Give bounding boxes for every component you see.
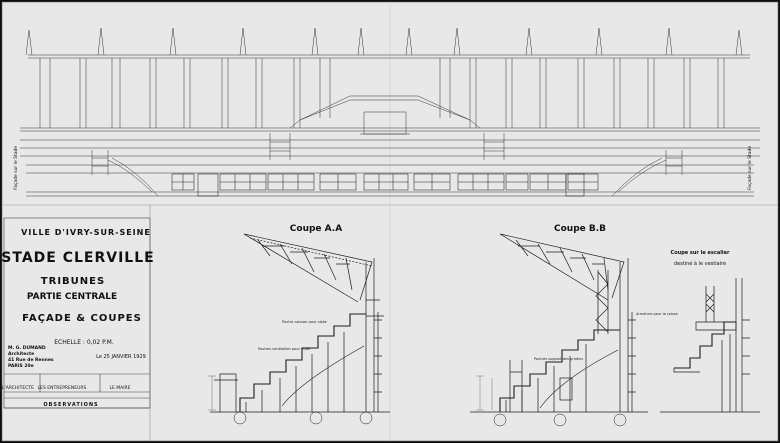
- architect-line: PARIS 20e: [8, 364, 34, 369]
- section-b-note: Armature pour la caisse: [636, 312, 678, 316]
- drawing-part: PARTIE CENTRALE: [26, 292, 118, 302]
- architect-line: M. G. DUMAND: [8, 346, 46, 351]
- section-a-note: Poutre caisson pour visée: [282, 320, 327, 324]
- stadium-title: STADE CLERVILLE: [1, 250, 155, 266]
- drawing-scale: ECHELLE : 0,02 P.M.: [54, 339, 114, 346]
- section-stair: [660, 278, 760, 413]
- section-b-title: Coupe B.B: [553, 224, 607, 234]
- title-block: [3, 217, 151, 409]
- section-b-b: [470, 233, 648, 427]
- drawing-content: FAÇADE & COUPES: [22, 313, 142, 324]
- facade-elevation: [20, 27, 760, 197]
- section-c-subtitle: destiné à le vestiaire: [673, 261, 727, 267]
- facade-note-right: Façade sur le Stade: [748, 145, 753, 190]
- role-architect: L'ARCHITECTE: [2, 386, 34, 391]
- role-contractors: LES ENTREPRENEURS: [37, 386, 87, 391]
- observations-label: OBSERVATIONS: [43, 402, 99, 408]
- drawing-subtitle: TRIBUNES: [40, 276, 106, 287]
- architect-block: M. G. DUMAND Architecte 41 Rue de Rennes…: [8, 346, 54, 370]
- facade-note-left: Façade sur le Stade: [14, 145, 19, 190]
- role-mayor: LE MAIRE: [109, 386, 131, 391]
- section-a-title: Coupe A.A: [289, 224, 343, 234]
- drawing-date: Le 25 JANVIER 1929: [96, 354, 146, 360]
- section-c-title: Coupe sur le escalier: [670, 250, 730, 256]
- section-a-note: Poutres ventilation pour visée: [258, 347, 311, 351]
- architect-line: 41 Rue de Rennes: [8, 358, 54, 363]
- town-name: VILLE D'IVRY-SUR-SEINE: [21, 228, 151, 237]
- architect-line: Architecte: [8, 352, 35, 357]
- section-a-a: [210, 233, 390, 425]
- section-b-note: Poutres support des gradins: [534, 357, 584, 361]
